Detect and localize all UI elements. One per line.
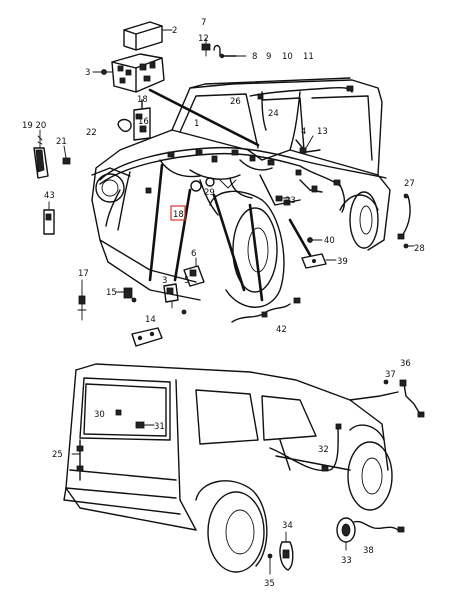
callout-42: 42: [276, 325, 287, 335]
callout-24: 24: [268, 109, 279, 119]
callout-10: 10: [282, 52, 293, 62]
callout-39: 39: [337, 257, 348, 267]
callout-36: 36: [400, 359, 411, 369]
callout-40: 40: [324, 236, 335, 246]
callout-37: 37: [385, 370, 396, 380]
callout-43: 43: [44, 191, 55, 201]
socket-34-35: [267, 531, 294, 575]
callout-18: 18: [137, 95, 148, 105]
bracket-39-40: [301, 237, 337, 269]
callout-1: 1: [194, 119, 199, 129]
callout-9: 9: [266, 52, 271, 62]
rear-vehicle-outline: [63, 363, 393, 573]
front-main-harness: [99, 146, 387, 231]
bracket-switch-12: [201, 37, 247, 59]
callout-12: 12: [198, 34, 209, 44]
callout-26: 26: [230, 97, 241, 107]
callout-30: 30: [94, 410, 105, 420]
relay-3: [163, 283, 187, 315]
callout-18b: 18: [173, 210, 184, 220]
callout-28: 28: [414, 244, 425, 254]
callout-27: 27: [404, 179, 415, 189]
connector-21: [62, 145, 71, 165]
callout-32: 32: [318, 445, 329, 455]
rear-harness: [71, 379, 425, 481]
fuse-relay-block: [92, 53, 165, 93]
callout-31: 31: [154, 422, 165, 432]
callout-34: 34: [282, 521, 293, 531]
roof-harness: [249, 85, 354, 151]
callout-labels: 2 7 12 8 9 10 11 3 26 24 18 19 20 21 22 …: [22, 18, 425, 589]
callout-8: 8: [252, 52, 257, 62]
callout-3: 3: [85, 68, 90, 78]
callout-3b: 3: [162, 276, 167, 286]
leader-cables: [148, 88, 312, 302]
wire-42: [231, 297, 301, 323]
horn-33-38: [336, 517, 405, 551]
callout-17: 17: [78, 269, 89, 279]
highlighted-callout-18-box: [170, 205, 186, 221]
sensor-5-6: [183, 257, 205, 287]
callout-19-20: 19 20: [22, 121, 46, 131]
part-4-13: [295, 135, 321, 154]
connector-23: [275, 195, 291, 202]
callout-5: 5: [184, 276, 189, 286]
sensor-19-20: [33, 129, 49, 179]
callout-11: 11: [303, 52, 314, 62]
callout-38: 38: [363, 546, 374, 556]
callout-29: 29: [204, 188, 215, 198]
relay-box-cover: [123, 21, 173, 51]
clip-assembly-16: [117, 99, 151, 141]
callout-35: 35: [264, 579, 275, 589]
callout-14: 14: [145, 315, 156, 325]
antenna-17: [77, 279, 87, 321]
callout-33: 33: [341, 556, 352, 566]
callout-16: 16: [138, 117, 149, 127]
switch-15: [115, 287, 137, 303]
callout-13: 13: [317, 127, 328, 137]
callout-23: 23: [285, 196, 296, 206]
callout-15: 15: [106, 288, 117, 298]
front-vehicle-outline: [91, 77, 391, 308]
callout-25: 25: [52, 450, 63, 460]
bulb-30-31: [115, 409, 155, 429]
switch-43: [43, 201, 55, 235]
lead-wire-27: [397, 193, 415, 249]
callout-21: 21: [56, 137, 67, 147]
callout-22: 22: [86, 128, 97, 138]
bracket-14: [131, 327, 163, 347]
callout-7: 7: [201, 18, 206, 28]
callout-6: 6: [191, 249, 196, 259]
callout-2: 2: [172, 26, 177, 36]
callout-4: 4: [301, 127, 306, 137]
